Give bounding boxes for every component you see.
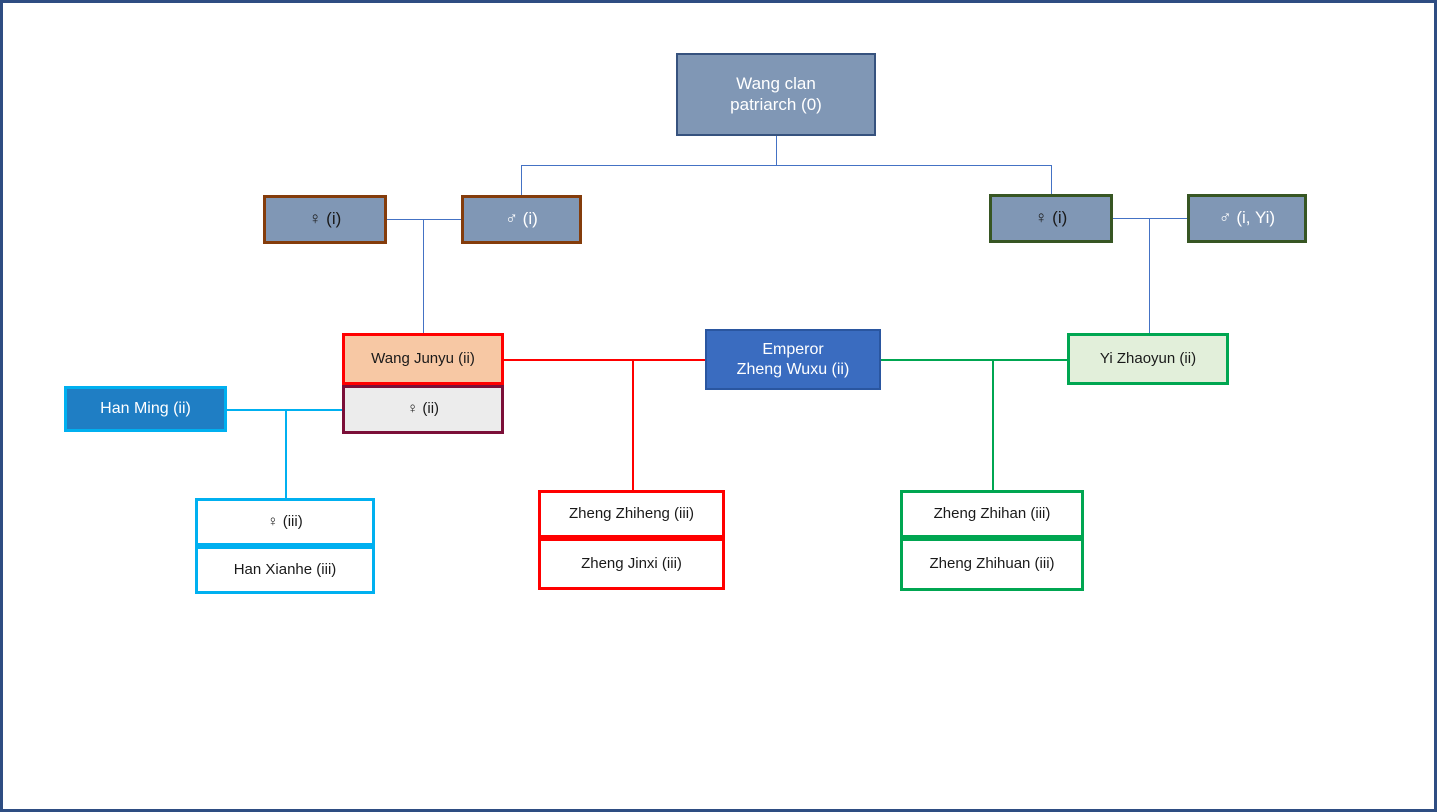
- connector-root-to-left-couple: [521, 165, 522, 195]
- node-label: Zheng Zhihan (iii): [933, 504, 1051, 522]
- node-yi-zhaoyun[interactable]: Yi Zhaoyun (ii): [1067, 333, 1229, 385]
- connector-left-marriage: [386, 219, 462, 220]
- node-label: Zheng Zhihuan (iii): [929, 555, 1055, 573]
- node-han-ming[interactable]: Han Ming (ii): [64, 386, 227, 432]
- node-label: ♂ (i, Yi): [1218, 208, 1276, 228]
- node-wang-junyu[interactable]: Wang Junyu (ii): [342, 333, 504, 385]
- node-gen1-right-male[interactable]: ♂ (i, Yi): [1187, 194, 1307, 243]
- connector-root-stem: [776, 136, 777, 166]
- node-label: Han Xianhe (iii): [233, 560, 337, 578]
- connector-right-couple-to-child: [1149, 218, 1150, 333]
- node-label: ♀ (iii): [267, 512, 303, 530]
- node-gen1-right-female[interactable]: ♀ (i): [989, 194, 1113, 243]
- node-han-xianhe[interactable]: Han Xianhe (iii): [195, 546, 375, 594]
- connector-wang-emperor-to-children: [632, 359, 634, 490]
- node-label: ♀ (ii): [406, 400, 440, 418]
- node-label: ♀ (i): [308, 209, 342, 229]
- node-label: Wang Junyu (ii): [371, 349, 475, 367]
- node-gen3-female[interactable]: ♀ (iii): [195, 498, 375, 546]
- node-zheng-zhiheng[interactable]: Zheng Zhiheng (iii): [538, 490, 725, 538]
- node-label: Yi Zhaoyun (ii): [1099, 349, 1197, 367]
- connector-emperor-yi-to-children: [992, 359, 994, 490]
- node-gen1-left-female[interactable]: ♀ (i): [263, 195, 387, 244]
- connector-root-bus: [521, 165, 1052, 166]
- node-label: ♀ (i): [1034, 208, 1068, 228]
- node-zheng-jinxi[interactable]: Zheng Jinxi (iii): [538, 538, 725, 590]
- node-zheng-zhihan[interactable]: Zheng Zhihan (iii): [900, 490, 1084, 538]
- node-emperor-zheng-wuxu[interactable]: Emperor Zheng Wuxu (ii): [705, 329, 881, 390]
- node-gen1-left-male[interactable]: ♂ (i): [461, 195, 582, 244]
- connector-right-marriage: [1113, 218, 1188, 219]
- node-label: Zheng Jinxi (iii): [581, 554, 682, 572]
- connector-root-to-right-couple: [1051, 165, 1052, 194]
- node-label: Wang clan patriarch (0): [730, 73, 822, 114]
- node-zheng-zhihuan[interactable]: Zheng Zhihuan (iii): [900, 538, 1084, 591]
- node-label: Emperor Zheng Wuxu (ii): [736, 340, 850, 378]
- node-wang-clan-patriarch[interactable]: Wang clan patriarch (0): [676, 53, 876, 136]
- node-gen2-female[interactable]: ♀ (ii): [342, 385, 504, 434]
- node-label: Han Ming (ii): [100, 400, 191, 418]
- node-label: ♂ (i): [505, 209, 538, 229]
- connector-wang-emperor-marriage: [503, 359, 706, 361]
- node-label: Zheng Zhiheng (iii): [568, 504, 695, 522]
- connector-emperor-yi-marriage: [881, 359, 1067, 361]
- connector-left-couple-to-child: [423, 219, 424, 333]
- connector-hanming-to-children: [285, 409, 287, 498]
